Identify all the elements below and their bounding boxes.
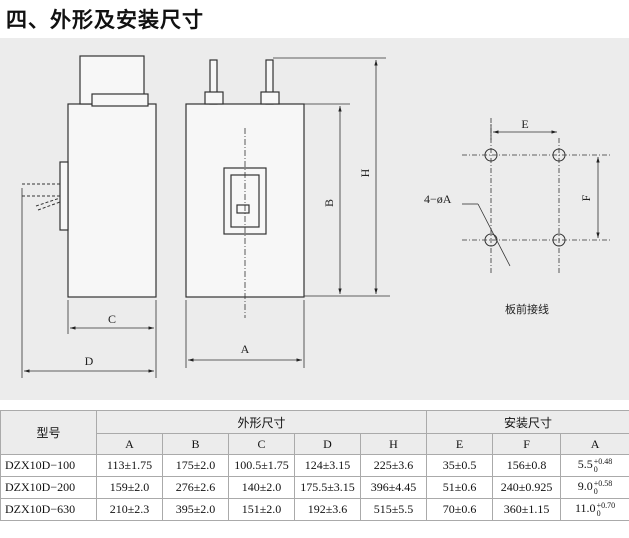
table-cell: 395±2.0 [162,498,229,521]
table-cell: 360±1.15 [492,498,562,521]
installation-dimensions-header: 安装尺寸 [426,410,629,434]
table-cell: 210±2.3 [96,498,163,521]
table-cell: 175±2.0 [162,454,229,477]
model-cell: DZX10D−630 [0,498,97,521]
tolerance-lower: 0 [593,486,598,496]
dim-label-f: F [579,194,593,201]
table-cell: 240±0.925 [492,476,562,499]
outline-dimensions-header: 外形尺寸 [95,410,428,434]
column-header: A [96,433,163,455]
dim-label-c: C [108,312,116,326]
table-cell: 192±3.6 [294,498,361,521]
model-cell: DZX10D−200 [0,476,97,499]
model-cell: DZX10D−100 [0,454,97,477]
table-cell: 396±4.45 [359,476,428,499]
hole-value: 11.0 [575,501,596,516]
dim-label-e: E [521,117,528,131]
column-header: E [426,433,494,455]
table-cell: 70±0.6 [426,498,494,521]
column-header: D [294,433,361,455]
tolerance-upper: +0.48 [593,456,613,466]
spec-table: 型号 外形尺寸 安装尺寸 A B C D H E F A DZX10D−100 … [0,410,629,521]
tolerance-lower: 0 [593,464,598,474]
table-cell: 515±5.5 [359,498,428,521]
column-header: F [492,433,562,455]
hole-value: 5.5 [577,457,593,472]
table-column-header-row: A B C D H E F A [1,433,629,455]
table-cell: 124±3.15 [294,454,361,477]
table-group-header-row: 型号 外形尺寸 安装尺寸 [0,410,629,455]
table-cell: 225±3.6 [359,454,428,477]
table-cell: 140±2.0 [228,476,295,499]
table-row: DZX10D−100 113±1.75 175±2.0 100.5±1.75 1… [0,454,629,477]
table-cell: 159±2.0 [96,476,163,499]
front-view [185,57,390,368]
column-header: A [560,433,629,455]
page-title: 四、外形及安装尺寸 [6,8,204,32]
tolerance-lower: 0 [596,508,601,518]
dim-label-a: A [241,342,250,356]
table-cell: 151±2.0 [228,498,295,521]
hole-value: 9.0 [577,479,593,494]
mounting-hole-diagram [462,118,612,274]
column-header: C [228,433,295,455]
table-cell: 156±0.8 [492,454,562,477]
table-cell: 100.5±1.75 [228,454,295,477]
dim-label-d: D [85,354,94,368]
wiring-caption: 板前接线 [505,302,549,316]
dimension-drawing: C D A [0,38,629,400]
hole-callout: 4−øA [424,192,452,206]
model-header: 型号 [0,410,97,455]
table-cell: 276±2.6 [162,476,229,499]
dim-label-b: B [322,199,336,207]
drawing-svg: C D A [21,55,612,378]
dim-label-h: H [358,168,372,177]
table-cell: 175.5±3.15 [294,476,361,499]
tolerance-upper: +0.58 [593,478,613,488]
table-cell: 51±0.6 [426,476,494,499]
table-row: DZX10D−200 159±2.0 276±2.6 140±2.0 175.5… [0,476,629,499]
table-cell: 35±0.5 [426,454,494,477]
column-header: H [359,433,428,455]
table-row: DZX10D−630 210±2.3 395±2.0 151±2.0 192±3… [0,498,629,521]
column-header: B [162,433,229,455]
table-cell: 113±1.75 [96,454,163,477]
side-view [21,55,157,378]
tolerance-upper: +0.70 [596,500,616,510]
